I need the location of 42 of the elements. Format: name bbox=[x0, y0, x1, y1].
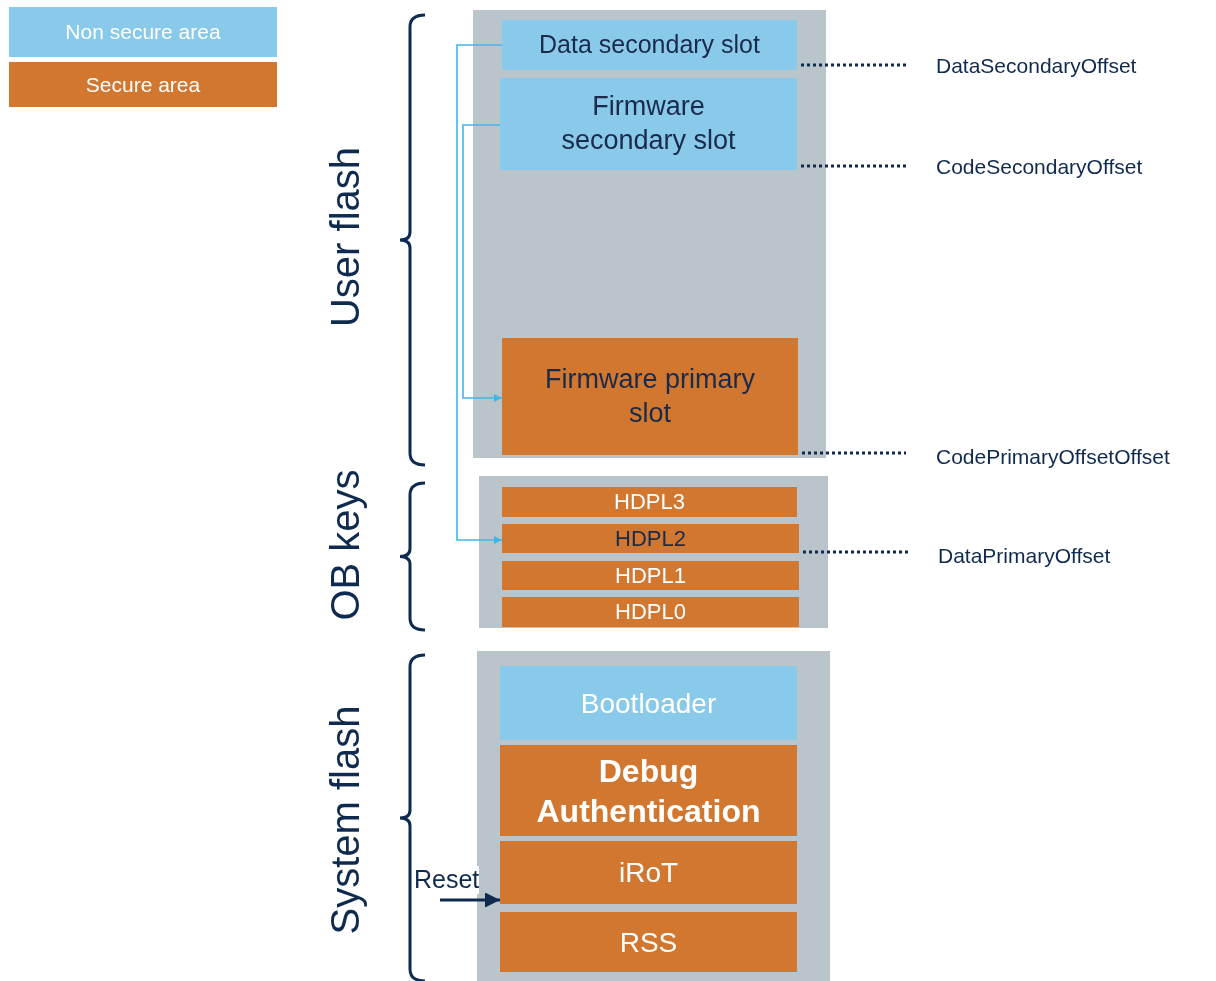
dotted-line bbox=[802, 451, 906, 455]
slot-label: HDPL3 bbox=[614, 488, 685, 516]
memory-slot-box bbox=[502, 597, 799, 627]
arrow bbox=[456, 44, 503, 544]
dotted-line bbox=[801, 164, 906, 168]
legend-label: Secure area bbox=[85, 72, 201, 97]
memory-slot-box bbox=[502, 20, 797, 70]
dotted-line bbox=[803, 550, 908, 554]
dotted-line bbox=[801, 63, 906, 67]
slot-label: HDPL0 bbox=[615, 598, 686, 626]
slot-label: Debug Authentication bbox=[535, 751, 762, 831]
memory-slot-box bbox=[500, 912, 797, 972]
memory-slot-box bbox=[502, 487, 797, 517]
memory-slot-box bbox=[500, 841, 797, 904]
arrow bbox=[462, 124, 503, 402]
offset-label: DataSecondaryOffset bbox=[930, 52, 1170, 80]
memory-slot-box bbox=[502, 561, 799, 590]
slot-label: RSS bbox=[619, 925, 678, 960]
memory-slot-box bbox=[502, 524, 799, 553]
memory-slot-box bbox=[500, 745, 797, 836]
slot-label: HDPL2 bbox=[615, 524, 686, 553]
memory-slot-box bbox=[500, 666, 797, 740]
memory-region-panel bbox=[479, 476, 828, 628]
region-label: User flash bbox=[322, 146, 368, 328]
slot-label: HDPL1 bbox=[615, 561, 686, 590]
slot-label: Bootloader bbox=[580, 686, 717, 721]
arrow bbox=[440, 892, 500, 908]
slot-label: Data secondary slot bbox=[539, 29, 760, 61]
memory-region-panel bbox=[477, 651, 830, 981]
memory-region-panel bbox=[473, 10, 826, 458]
slot-label: iRoT bbox=[618, 856, 679, 890]
memory-slot-box bbox=[500, 78, 797, 170]
memory-slot-box bbox=[502, 338, 798, 455]
offset-label: CodeSecondaryOffset bbox=[930, 153, 1180, 181]
region-label: System flash bbox=[322, 705, 368, 935]
offset-label: DataPrimaryOffset bbox=[932, 542, 1152, 570]
legend-label: Non secure area bbox=[65, 20, 221, 44]
slot-label: Firmware primary slot bbox=[544, 362, 756, 430]
region-label: OB keys bbox=[322, 469, 368, 621]
edge-label: Reset bbox=[414, 866, 480, 894]
slot-label: Firmware secondary slot bbox=[560, 90, 737, 157]
offset-label: CodePrimaryOffsetOffset bbox=[930, 443, 1205, 471]
